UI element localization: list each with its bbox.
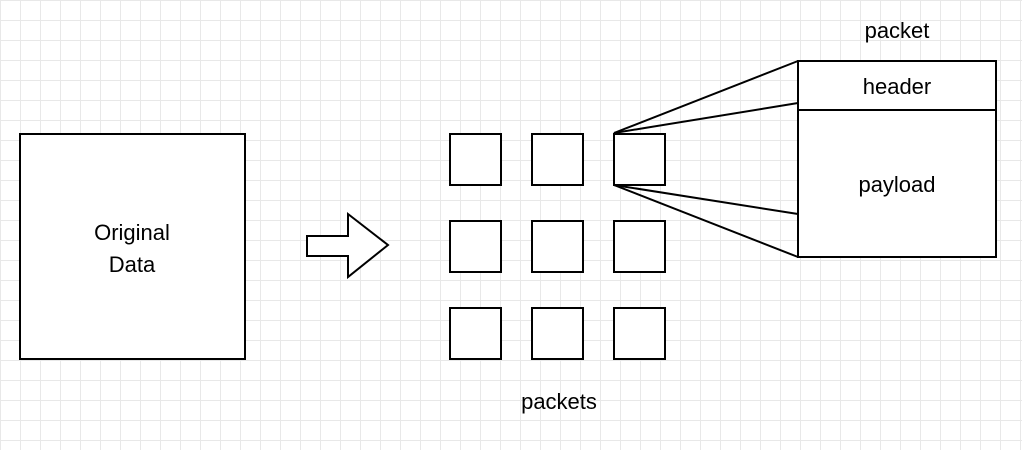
packet-square bbox=[449, 133, 502, 186]
packet-square bbox=[449, 220, 502, 273]
header-label: header bbox=[863, 74, 932, 99]
packet-detail-box bbox=[797, 60, 997, 258]
zoom-lines bbox=[613, 60, 799, 258]
packet-square bbox=[531, 307, 584, 360]
packet-square bbox=[531, 220, 584, 273]
packet-square bbox=[613, 307, 666, 360]
original-data-label-line1: Original bbox=[94, 220, 170, 245]
zoom-line-bottom-inner bbox=[613, 184, 799, 215]
packet-grid bbox=[449, 133, 666, 360]
original-data-box bbox=[19, 133, 246, 360]
right-arrow-icon bbox=[306, 211, 390, 280]
packet-square bbox=[613, 133, 666, 186]
original-data-block: Original Data bbox=[19, 133, 246, 360]
original-data-label-line2: Data bbox=[109, 252, 156, 277]
payload-label: payload bbox=[858, 172, 935, 197]
zoom-line-bottom-outer bbox=[613, 184, 799, 258]
packet-square bbox=[449, 307, 502, 360]
packet-title: packet bbox=[865, 18, 930, 43]
packet-square bbox=[531, 133, 584, 186]
zoom-line-top-outer bbox=[613, 60, 799, 134]
packet-square bbox=[613, 220, 666, 273]
zoom-line-top-inner bbox=[613, 102, 799, 134]
packet-detail: packet header payload bbox=[797, 18, 997, 258]
packets-label: packets bbox=[521, 389, 597, 414]
